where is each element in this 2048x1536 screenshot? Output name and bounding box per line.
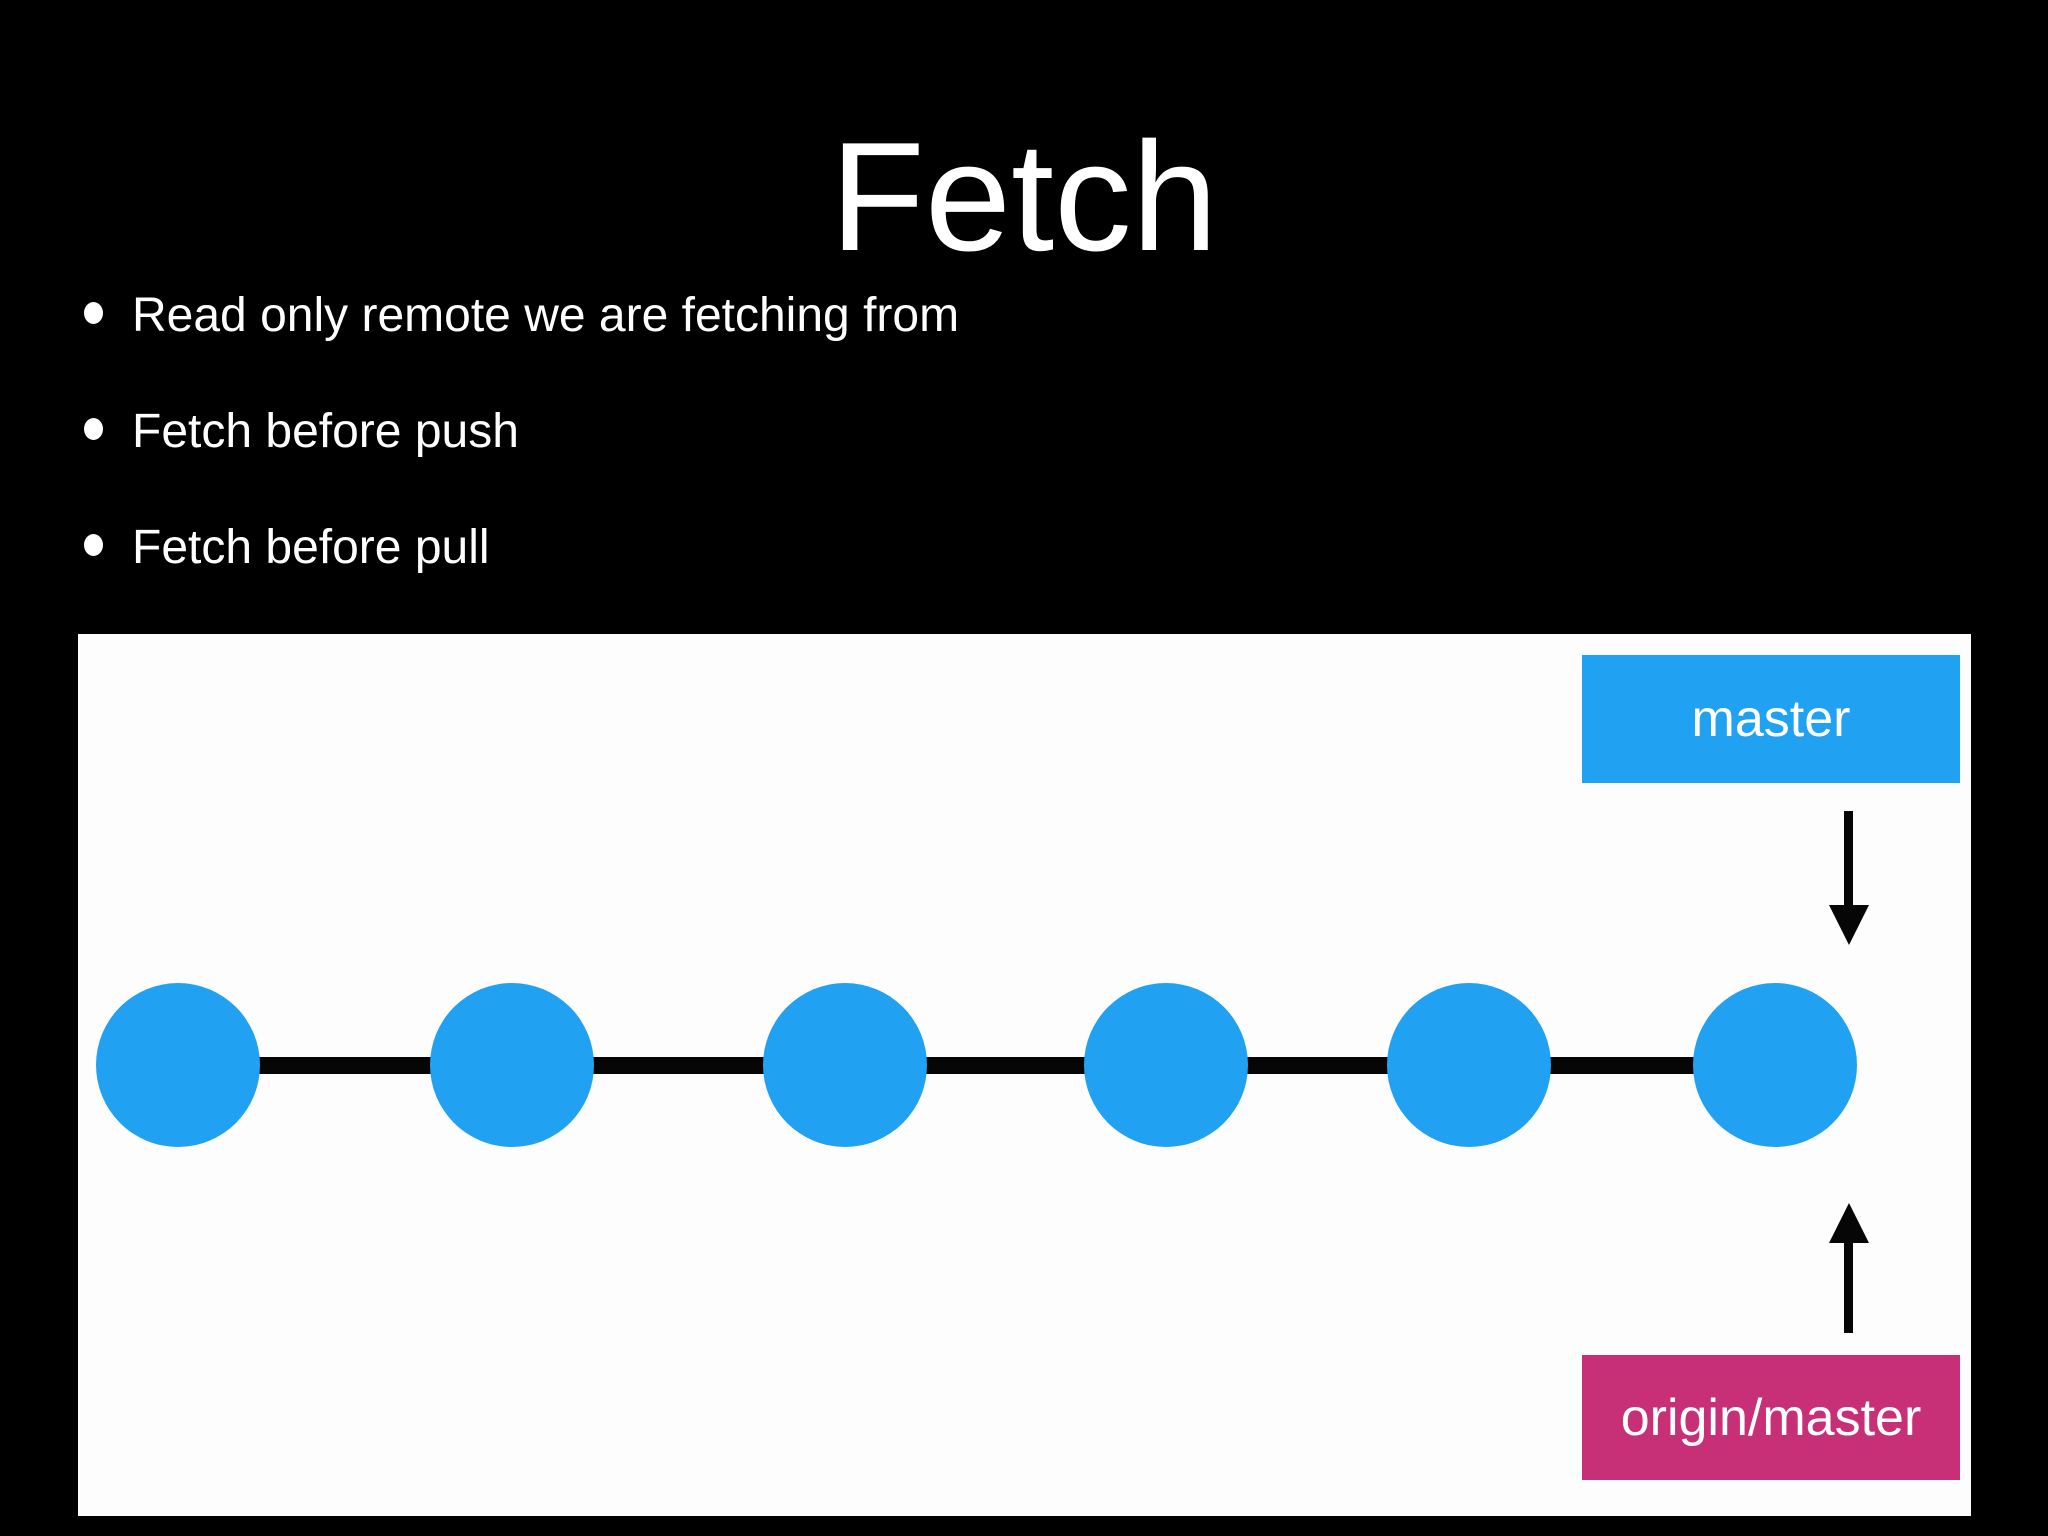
commit-node: [763, 983, 927, 1147]
arrow-head: [1829, 1203, 1869, 1243]
arrow-shaft: [1844, 811, 1853, 905]
origin-master-label-text: origin/master: [1620, 1388, 1922, 1447]
bullet-dot-icon: [84, 418, 103, 440]
master-label-text: master: [1691, 690, 1851, 748]
arrow-down-icon: [1829, 811, 1869, 951]
bullet-text: Fetch before pull: [132, 521, 490, 574]
bullet-item: Read only remote we are fetching from: [84, 286, 959, 346]
bullet-dot-icon: [84, 302, 103, 324]
arrow-up-icon: [1829, 1203, 1869, 1333]
commit-node: [1387, 983, 1551, 1147]
commit-node: [1693, 983, 1857, 1147]
commit-node: [96, 983, 260, 1147]
origin-master-label: origin/master: [1582, 1355, 1960, 1480]
commit-node: [430, 983, 594, 1147]
commit-node: [1084, 983, 1248, 1147]
bullet-item: Fetch before pull: [84, 518, 959, 578]
bullet-text: Fetch before push: [132, 405, 519, 458]
master-label: master: [1582, 655, 1960, 783]
slide-title: Fetch: [830, 110, 1218, 283]
diagram-canvas: master origin/master: [78, 634, 1971, 1516]
arrow-head: [1829, 905, 1869, 945]
bullet-item: Fetch before push: [84, 402, 959, 462]
bullet-dot-icon: [84, 534, 103, 556]
bullet-list: Read only remote we are fetching from Fe…: [84, 286, 959, 634]
bullet-text: Read only remote we are fetching from: [132, 289, 960, 342]
arrow-shaft: [1844, 1243, 1853, 1333]
